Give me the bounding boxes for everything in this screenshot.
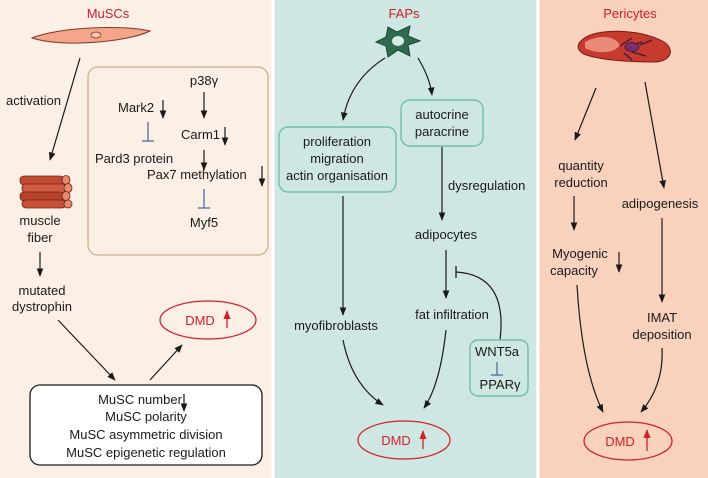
faps-title: FAPs: [388, 6, 420, 21]
muscs-title: MuSCs: [87, 6, 130, 21]
migration-label: migration: [310, 151, 363, 166]
mark2-label: Mark2: [118, 100, 154, 115]
musc-epigenetic-label: MuSC epigenetic regulation: [66, 445, 226, 460]
capacity-label: capacity: [550, 263, 598, 278]
muscle-stem-cell-icon: [30, 26, 152, 44]
fap-functions-box: [278, 126, 397, 193]
quantity-label: quantity: [558, 158, 604, 173]
pericytes-title: Pericytes: [603, 6, 657, 21]
musc-asymmetric-label: MuSC asymmetric division: [69, 427, 222, 442]
myogenic-label: Myogenic: [552, 246, 608, 261]
adipocytes-label: adipocytes: [415, 227, 478, 242]
myofibroblasts-label: myofibroblasts: [294, 318, 378, 333]
carm1-label: Carm1: [181, 127, 220, 142]
muscs-dmd-label: DMD: [185, 313, 215, 328]
muscle-fiber-icon: [19, 175, 73, 209]
muscle-fiber-label-1: muscle: [19, 213, 60, 228]
autocrine-paracrine-box: [400, 99, 484, 147]
faps-dmd-badge: DMD: [357, 420, 451, 460]
fap-cell-icon: [374, 25, 422, 58]
reduction-label: reduction: [554, 175, 607, 190]
pericytes-panel-bg: [538, 0, 708, 478]
proliferation-label: proliferation: [303, 134, 371, 149]
pax7-label: Pax7 methylation: [147, 167, 247, 182]
wnt5a-box: [469, 339, 529, 397]
blood-vessel-pericyte-icon: [577, 30, 671, 63]
wnt5a-label: WNT5a: [475, 344, 520, 359]
pericytes-dmd-badge: DMD: [583, 421, 673, 461]
p38-label: p38γ: [190, 73, 219, 88]
faps-dmd-label: DMD: [381, 433, 411, 448]
dystrophin-label: dystrophin: [12, 299, 72, 314]
muscs-dmd-badge: DMD: [159, 300, 257, 340]
autocrine-label: autocrine: [415, 107, 468, 122]
musc-number-label: MuSC number: [98, 392, 182, 407]
deposition-label: deposition: [632, 327, 691, 342]
muscs-summary-box: [29, 384, 263, 466]
pericytes-dmd-label: DMD: [605, 434, 635, 449]
muscs-signaling-box: [87, 66, 269, 256]
adipogenesis-label: adipogenesis: [622, 196, 699, 211]
paracrine-label: paracrine: [415, 124, 469, 139]
musc-polarity-label: MuSC polarity: [105, 409, 187, 424]
pard3-label: Pard3 protein: [95, 151, 173, 166]
activation-label: activation: [6, 93, 61, 108]
fat-infiltration-label: fat infiltration: [415, 307, 489, 322]
ppar-label: PPARγ: [480, 377, 521, 392]
actin-organisation-label: actin organisation: [286, 168, 388, 183]
mutated-label: mutated: [19, 283, 66, 298]
dysregulation-label: dysregulation: [448, 178, 525, 193]
faps-panel-bg: [273, 0, 538, 478]
myf5-label: Myf5: [190, 215, 218, 230]
imat-label: IMAT: [647, 310, 677, 325]
muscle-fiber-label-2: fiber: [27, 230, 53, 245]
